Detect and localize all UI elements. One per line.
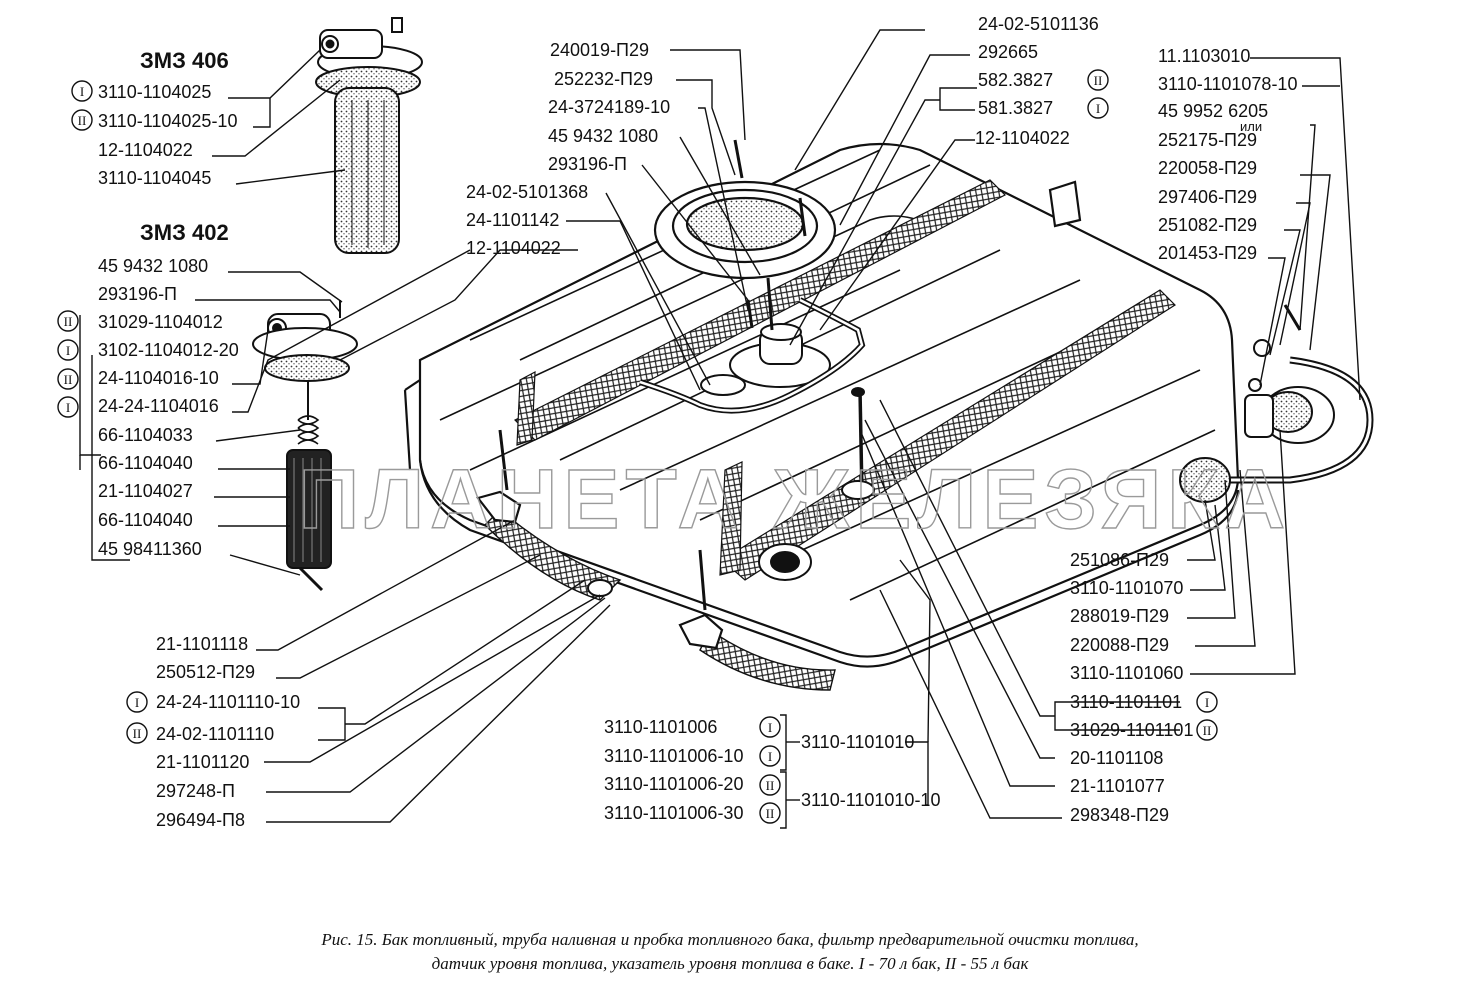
part-label: 3110-1104025 [98,82,211,102]
part-label: 12-1104022 [466,238,561,258]
part-label: 3110-1101060 [1070,663,1183,683]
part-label: 24-1101142 [466,210,559,230]
svg-text:II: II [1203,723,1212,738]
svg-text:II: II [766,806,775,821]
leader-lines [79,29,1361,829]
svg-text:I: I [1205,695,1209,710]
part-label: 66-1104040 [98,453,193,473]
part-label: 21-1101120 [156,752,249,772]
part-label: 3110-1104025-10 [98,111,237,131]
sender-unit-zmz402 [252,300,358,592]
part-label-or: или [1240,119,1262,134]
caption-line-1: Рис. 15. Бак топливный, труба наливная и… [321,930,1139,949]
part-label: 296494-П8 [156,810,245,830]
part-label: 24-02-5101136 [978,14,1099,34]
part-label: 45 9432 1080 [548,126,658,146]
part-label: 11.1103010 [1158,46,1250,66]
part-label: 45 98411360 [98,539,202,559]
part-label: 220088-П29 [1070,635,1169,655]
part-label: 21-1101077 [1070,776,1165,796]
svg-text:I: I [768,720,772,735]
part-label: 24-1104016-10 [98,368,219,388]
part-label: 12-1104022 [98,140,193,160]
part-label: 252232-П29 [554,69,653,89]
svg-text:I: I [135,695,139,710]
svg-text:II: II [64,372,73,387]
part-label: 581.3827 [978,98,1053,118]
part-label: 582.3827 [978,70,1053,90]
part-label: 251082-П29 [1158,215,1257,235]
part-label: 66-1104040 [98,510,193,530]
part-label: 201453-П29 [1158,243,1257,263]
part-label: 45 9432 1080 [98,256,208,276]
part-label: 293196-П [548,154,627,174]
svg-text:I: I [768,749,772,764]
filler-neck [587,387,875,597]
svg-text:II: II [78,113,87,128]
part-label: 3110-1101078-10 [1158,74,1297,94]
part-label: 3102-1104012-20 [98,340,239,360]
engine-heading-zmz402: ЗМЗ 402 [140,220,229,245]
figure-caption: Рис. 15. Бак топливный, труба наливная и… [130,928,1330,976]
roman-markers [57,69,1218,824]
svg-text:II: II [64,314,73,329]
part-label: 297248-П [156,781,235,801]
part-label: 24-02-1101110 [156,724,274,744]
part-label: 293196-П [98,284,177,304]
watermark: ПЛАНЕТА ЖЕЛЕЗЯКА [299,452,1291,546]
part-label: 24-24-1104016 [98,396,219,416]
sender-unit-zmz406 [315,17,423,254]
part-label: 31029-1104012 [98,312,223,332]
level-sensor-assembly [639,277,866,414]
part-label: 298348-П29 [1070,805,1169,825]
part-label: 20-1101108 [1070,748,1163,768]
part-label: 288019-П29 [1070,606,1169,626]
part-label: 45 9952 6205 [1158,101,1268,121]
part-labels: 3110-1104025 3110-1104025-10 12-1104022 … [98,14,1297,830]
fuel-tank-body [403,142,1240,691]
engine-heading-zmz406: ЗМЗ 406 [140,48,229,73]
part-label: 3110-1101006 [604,717,717,737]
part-label: 240019-П29 [550,40,649,60]
svg-text:II: II [766,778,775,793]
part-label: 31029-1101101 [1070,720,1193,740]
part-label: 297406-П29 [1158,187,1257,207]
part-label: 24-3724189-10 [548,97,670,117]
part-label: 3110-1101006-10 [604,746,743,766]
part-label: 292665 [978,42,1038,62]
svg-text:I: I [66,400,70,415]
svg-text:I: I [80,84,84,99]
part-label: 24-02-5101368 [466,182,588,202]
part-label: 3110-1101010 [801,732,914,752]
svg-text:I: I [1096,101,1100,116]
part-label: 250512-П29 [156,662,255,682]
part-label: 66-1104033 [98,425,193,445]
fuel-prefilter [1179,304,1374,503]
tank-access-cover [653,139,837,280]
part-label: 3110-1101006-20 [604,774,743,794]
svg-text:I: I [66,343,70,358]
part-label: 251086-П29 [1070,550,1169,570]
roman-marker-text: I II II I II I I II II I I II I I II II [64,73,1212,821]
part-label: 24-24-1101110-10 [156,692,300,712]
part-label: 220058-П29 [1158,158,1257,178]
part-label: 3110-1104045 [98,168,211,188]
part-label: 3110-1101006-30 [604,803,743,823]
part-label: 3110-1101101 [1070,692,1182,712]
part-label: 3110-1101010-10 [801,790,940,810]
svg-text:II: II [1094,73,1103,88]
part-label: 3110-1101070 [1070,578,1183,598]
part-label: 252175-П29 [1158,130,1257,150]
part-label: 21-1104027 [98,481,193,501]
part-label: 12-1104022 [975,128,1070,148]
svg-text:II: II [133,726,142,741]
part-label: 21-1101118 [156,634,248,654]
caption-line-2: датчик уровня топлива, указатель уровня … [431,954,1029,973]
